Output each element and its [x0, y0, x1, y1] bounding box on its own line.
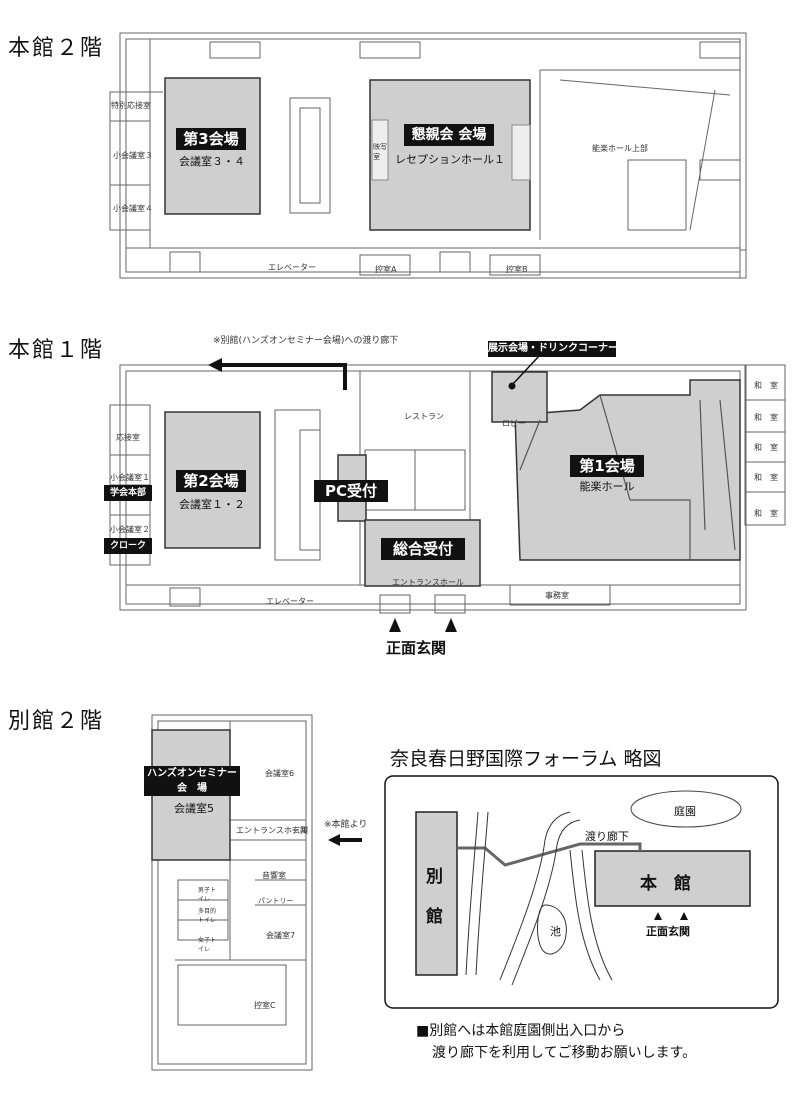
note-line1: ■別館へは本館庭園側出入口から: [416, 1023, 626, 1039]
map-main-building: [594, 850, 751, 907]
venue3-tag: 第3会場: [176, 128, 246, 150]
expo-tag: 展示会場・ドリンクコーナー: [488, 341, 618, 357]
annex-room7-label: 会議室7: [266, 931, 296, 940]
venue2-sub-label: 会議室１・２: [179, 498, 245, 511]
wa-room-label-1: 和 室: [754, 381, 778, 390]
expo-lobby: [491, 371, 548, 423]
seminar-tag: ハンズオンセミナー 会 場: [144, 766, 240, 796]
map-pond-label: 池: [550, 925, 561, 938]
entrance-hall-label: エントランスホール: [392, 578, 464, 587]
venue3-sub-label: 会議室３・４: [179, 155, 245, 168]
map-title: 奈良春日野国際フォーラム 略図: [390, 748, 662, 770]
annex-pantry-label: パントリー: [258, 897, 294, 905]
map-box: [384, 775, 779, 1009]
map-corridor-label: 渡り廊下: [585, 830, 629, 843]
annex-toilet-multi-label: 多目的トイレ: [198, 908, 217, 924]
wa-room-label-3: 和 室: [754, 443, 778, 452]
wa-room-label-4: 和 室: [754, 473, 778, 482]
annex-room6-label: 会議室6: [265, 769, 295, 778]
small3-label: 小会議室３: [113, 151, 153, 160]
nogaku-upper-label: 能楽ホール上部: [592, 144, 648, 153]
floor2-outline: [119, 32, 747, 279]
konshin-room: [369, 79, 531, 231]
small1-label: 小会議室１: [110, 473, 150, 482]
venue1-tag: 第1会場: [570, 455, 644, 477]
note-line2: 渡り廊下を利用してご移動お願いします。: [432, 1045, 697, 1061]
cloak-tag: クローク: [104, 538, 152, 554]
lobby-label: ロビー: [502, 419, 526, 428]
annex-entrance-hall-label: エントランスホール: [236, 826, 308, 835]
annex-arrow-path: [218, 363, 347, 390]
oosetsu-label: 応接室: [116, 433, 140, 442]
map-annex-char2: 館: [426, 907, 443, 927]
section-title-honkan-1f: 本館１階: [8, 338, 105, 363]
office-label: 事務室: [545, 591, 569, 600]
annex-room-c-label: 控室C: [254, 1001, 276, 1010]
entrance-arrow-right: [445, 618, 457, 632]
small4-label: 小会議室４: [113, 204, 153, 213]
floor2-elevator-label: エレベーター: [268, 263, 316, 272]
map-entrance-label: 正面玄関: [646, 925, 690, 938]
section-title-honkan-2f: 本館２階: [8, 36, 105, 61]
annex-storage-label: 音響室: [262, 871, 286, 880]
pc-reception-tag: PC受付: [314, 480, 388, 502]
map-annex-char1: 別: [426, 867, 443, 887]
konshin-tag: 懇親会 会場: [404, 124, 494, 146]
section-title-bekkan-2f: 別館２階: [8, 709, 105, 734]
restaurant-label: レストラン: [404, 412, 444, 421]
map-annex-building: [415, 811, 458, 976]
entrance-arrow-left: [389, 618, 401, 632]
general-reception-tag: 総合受付: [381, 538, 465, 560]
hq-tag: 学会本部: [104, 485, 152, 501]
annex-outline: [151, 714, 313, 1071]
small2-label: 小会議室２: [110, 525, 150, 534]
tokubetsu-label: 特別応接室: [111, 101, 151, 110]
annex-room5-label: 会議室5: [174, 802, 214, 815]
venue1-sub-label: 能楽ホール: [579, 480, 635, 493]
annex-genkan-label: 玄関: [292, 826, 308, 835]
annex-from-main-arrow: [328, 834, 362, 846]
annex-toilet-f-label: 女子トイレ: [198, 937, 217, 953]
wa-room-label-2: 和 室: [754, 413, 778, 422]
map-main-label: 本 館: [640, 874, 691, 894]
hikae-b-label: 控室B: [506, 265, 528, 274]
annex-arrow-head: [208, 358, 222, 372]
annex-toilet-m-label: 男子トイレ: [198, 887, 217, 903]
hikae-a-label: 控室A: [375, 265, 397, 274]
main-entrance-label: 正面玄関: [386, 639, 447, 657]
map-garden: [630, 790, 742, 828]
annex-note-label: ※別館(ハンズオンセミナー会場)への渡り廊下: [213, 336, 399, 346]
gakuya-label: 映写室: [373, 143, 387, 161]
wa-room-label-5: 和 室: [754, 509, 778, 518]
konshin-sub-label: レセプションホール１: [395, 153, 505, 166]
map-garden-label: 庭園: [674, 805, 696, 818]
from-main-label: ※本館より: [324, 820, 368, 830]
venue2-tag: 第2会場: [176, 470, 246, 492]
floor1-elevator-label: エレベーター: [266, 597, 314, 606]
